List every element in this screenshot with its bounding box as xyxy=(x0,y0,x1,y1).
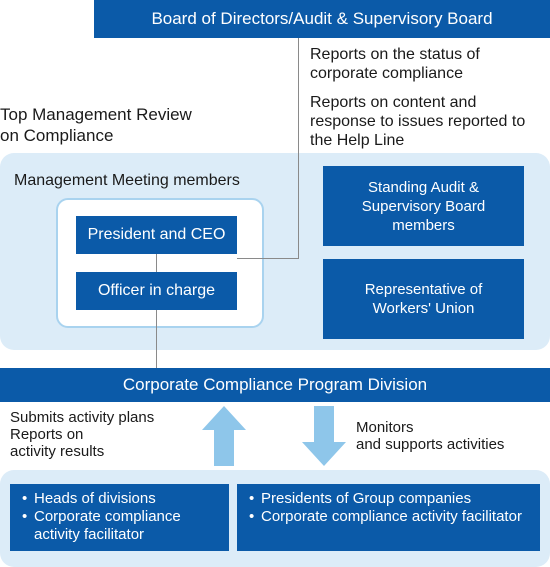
president-ceo-box: President and CEO xyxy=(76,216,237,254)
down-arrow-icon xyxy=(302,406,346,466)
group-companies-list: Presidents of Group companies Corporate … xyxy=(247,490,530,526)
submits-text: Submits activity plans Reports on activi… xyxy=(10,409,155,460)
officer-in-charge-box: Officer in charge xyxy=(76,272,237,310)
report-helpline-text: Reports on content and response to issue… xyxy=(310,94,526,149)
list-item: Corporate compliance activity facilitato… xyxy=(247,508,530,526)
connector-board-vertical xyxy=(298,38,299,258)
divisions-box: Heads of divisions Corporate compliance … xyxy=(10,484,229,551)
list-item: Corporate compliance activity facilitato… xyxy=(20,508,219,544)
top-management-review-title: Top Management Review on Compliance xyxy=(0,105,192,145)
connector-board-horizontal xyxy=(237,258,299,259)
connector-officer-vertical xyxy=(156,254,157,368)
list-item: Heads of divisions xyxy=(20,490,219,508)
workers-union-box: Representative of Workers' Union xyxy=(323,259,524,339)
board-label: Board of Directors/Audit & Supervisory B… xyxy=(151,9,493,28)
monitors-text: Monitors and supports activities xyxy=(356,419,505,453)
report-status-text: Reports on the status of corporate compl… xyxy=(310,46,480,82)
list-item: Presidents of Group companies xyxy=(247,490,530,508)
board-box: Board of Directors/Audit & Supervisory B… xyxy=(94,0,550,38)
management-meeting-title: Management Meeting members xyxy=(14,172,240,189)
division-bar: Corporate Compliance Program Division xyxy=(0,368,550,402)
up-arrow-icon xyxy=(202,406,246,466)
group-companies-box: Presidents of Group companies Corporate … xyxy=(237,484,540,551)
standing-audit-box: Standing Audit & Supervisory Board membe… xyxy=(323,166,524,246)
divisions-list: Heads of divisions Corporate compliance … xyxy=(20,490,219,544)
